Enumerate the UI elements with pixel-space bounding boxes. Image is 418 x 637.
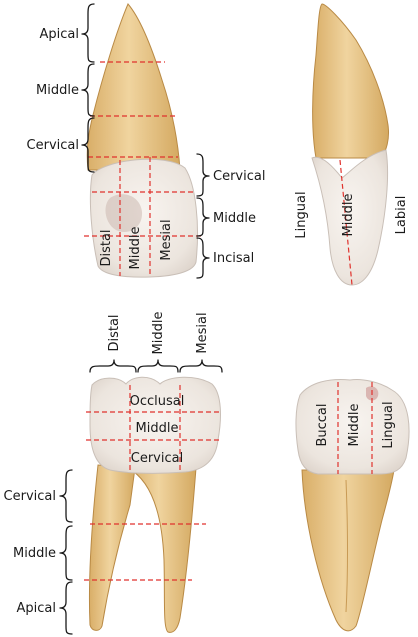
incisor-label-crown-middle-vertical: Middle xyxy=(128,227,143,270)
incisor-label-crown-cervical: Cervical xyxy=(213,169,265,184)
incisor-brace-cervical xyxy=(81,117,95,173)
molar-proximal-view: Buccal Middle Lingual xyxy=(295,379,410,632)
molar-distal-root xyxy=(88,464,136,631)
molar-label-distal: Distal xyxy=(107,314,122,351)
incisor-brace-crown-middle xyxy=(196,197,210,237)
molar-brace-distal xyxy=(89,359,137,373)
incisor-crown-stain xyxy=(105,194,143,232)
incisor-labial-view: Apical Middle Cervical Cervical Middle I… xyxy=(27,3,265,279)
incisor-label-crown-incisal: Incisal xyxy=(213,251,254,266)
molar-brace-root-middle xyxy=(59,525,73,581)
molar-proximal-label-lingual: Lingual xyxy=(381,401,396,448)
incisor-proximal-view: Lingual Middle Labial xyxy=(294,3,409,286)
molar-brace-root-apical xyxy=(59,581,73,635)
molar-label-top-middle: Middle xyxy=(151,312,166,355)
incisor-root xyxy=(86,3,181,171)
molar-brace-middle xyxy=(137,359,179,373)
incisor-proximal-guide xyxy=(339,159,353,286)
molar-mesial-root xyxy=(127,467,197,633)
molar-label-root-middle: Middle xyxy=(13,546,56,561)
incisor-brace-crown-incisal xyxy=(196,237,210,279)
incisor-crown xyxy=(89,158,198,278)
incisor-proximal-label-middle: Middle xyxy=(341,194,356,237)
incisor-brace-apical xyxy=(81,3,95,63)
incisor-label-distal: Distal xyxy=(99,229,114,266)
molar-proximal-label-buccal: Buccal xyxy=(315,403,330,446)
incisor-brace-middle xyxy=(81,63,95,117)
incisor-proximal-label-lingual: Lingual xyxy=(294,191,309,238)
incisor-label-mesial: Mesial xyxy=(159,219,174,260)
molar-proximal-label-middle: Middle xyxy=(347,404,362,447)
incisor-label-middle: Middle xyxy=(36,83,79,98)
molar-label-root-cervical: Cervical xyxy=(4,489,56,504)
incisor-label-apical: Apical xyxy=(40,27,79,42)
incisor-label-crown-middle: Middle xyxy=(213,211,256,226)
molar-label-occlusal: Occlusal xyxy=(130,394,185,409)
incisor-brace-crown-cervical xyxy=(196,153,210,197)
molar-proximal-crown xyxy=(295,379,410,475)
molar-brace-root-cervical xyxy=(59,469,73,523)
molar-label-root-apical: Apical xyxy=(17,601,56,616)
molar-proximal-root-groove xyxy=(345,479,348,613)
molar-label-mesial: Mesial xyxy=(195,312,210,353)
incisor-proximal-root xyxy=(312,3,389,159)
molar-brace-mesial xyxy=(179,359,223,373)
incisor-label-cervical: Cervical xyxy=(27,138,79,153)
incisor-proximal-label-labial: Labial xyxy=(394,196,409,235)
molar-label-crown-cervical: Cervical xyxy=(131,451,183,466)
molar-label-crown-middle: Middle xyxy=(136,421,179,436)
molar-buccal-view: Distal Middle Mesial Occlusal Middle Cer… xyxy=(4,312,223,635)
